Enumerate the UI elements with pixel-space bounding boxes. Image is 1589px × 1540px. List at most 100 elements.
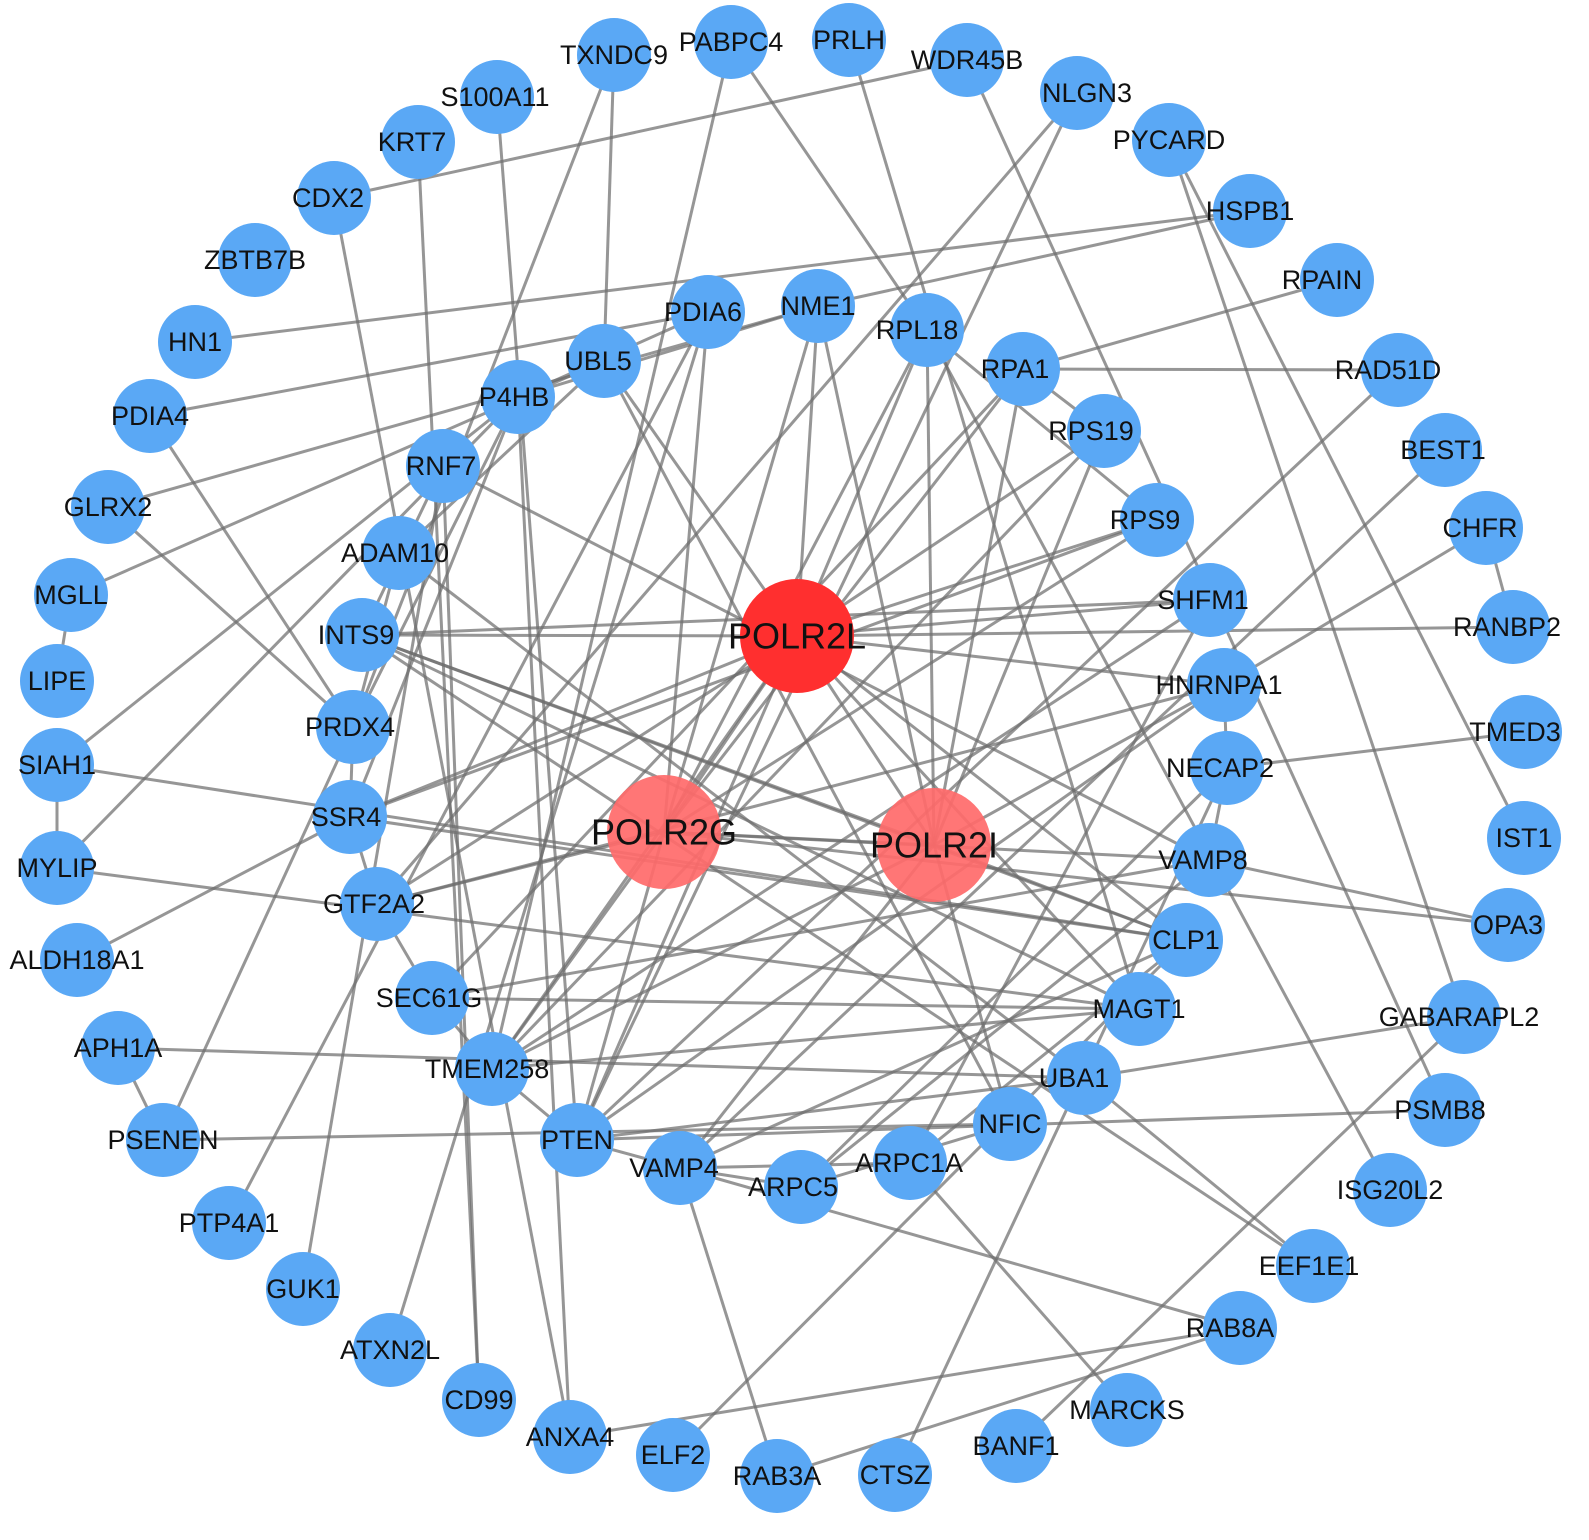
node-vamp8[interactable]: VAMP8: [1158, 823, 1248, 897]
node-circle-isg20l2[interactable]: [1353, 1153, 1427, 1227]
node-circle-rab3a[interactable]: [740, 1439, 814, 1513]
node-circle-glrx2[interactable]: [71, 470, 145, 544]
node-circle-chfr[interactable]: [1449, 491, 1523, 565]
node-circle-elf2[interactable]: [636, 1418, 710, 1492]
node-circle-s100a11[interactable]: [460, 60, 534, 134]
node-anxa4[interactable]: ANXA4: [526, 1400, 615, 1474]
node-elf2[interactable]: ELF2: [636, 1418, 710, 1492]
node-lipe[interactable]: LIPE: [20, 644, 94, 718]
node-circle-polr2i[interactable]: [877, 788, 991, 902]
node-circle-psenen[interactable]: [126, 1103, 200, 1177]
node-pdia4[interactable]: PDIA4: [111, 379, 189, 453]
node-gabarapl2[interactable]: GABARAPL2: [1379, 980, 1540, 1054]
node-circle-pabpc4[interactable]: [694, 5, 768, 79]
node-circle-shfm1[interactable]: [1173, 563, 1247, 637]
node-ptp4a1[interactable]: PTP4A1: [179, 1186, 280, 1260]
node-magt1[interactable]: MAGT1: [1092, 972, 1186, 1046]
node-ist1[interactable]: IST1: [1487, 801, 1561, 875]
node-nlgn3[interactable]: NLGN3: [1040, 56, 1132, 130]
node-circle-marcks[interactable]: [1090, 1373, 1164, 1447]
node-circle-best1[interactable]: [1408, 413, 1482, 487]
node-uba1[interactable]: UBA1: [1039, 1041, 1121, 1115]
node-circle-ctsz[interactable]: [858, 1438, 932, 1512]
node-circle-eef1e1[interactable]: [1276, 1229, 1350, 1303]
node-circle-mylip[interactable]: [20, 831, 94, 905]
node-prdx4[interactable]: PRDX4: [305, 690, 395, 764]
node-circle-hnrnpa1[interactable]: [1187, 648, 1261, 722]
node-circle-vamp4[interactable]: [643, 1131, 717, 1205]
node-circle-nfic[interactable]: [973, 1087, 1047, 1161]
node-nme1[interactable]: NME1: [780, 269, 856, 343]
node-circle-adam10[interactable]: [362, 516, 436, 590]
node-sec61g[interactable]: SEC61G: [376, 961, 483, 1035]
node-rps19[interactable]: RPS19: [1048, 394, 1141, 468]
node-hn1[interactable]: HN1: [158, 305, 232, 379]
node-circle-rps19[interactable]: [1067, 394, 1141, 468]
node-mgll[interactable]: MGLL: [34, 558, 108, 632]
node-circle-gtf2a2[interactable]: [340, 867, 414, 941]
node-circle-uba1[interactable]: [1047, 1041, 1121, 1115]
node-zbtb7b[interactable]: ZBTB7B: [204, 223, 306, 297]
node-shfm1[interactable]: SHFM1: [1157, 563, 1249, 637]
node-wdr45b[interactable]: WDR45B: [911, 23, 1024, 97]
node-circle-lipe[interactable]: [20, 644, 94, 718]
node-opa3[interactable]: OPA3: [1471, 888, 1545, 962]
node-best1[interactable]: BEST1: [1400, 413, 1486, 487]
node-circle-ubl5[interactable]: [567, 324, 641, 398]
node-rab8a[interactable]: RAB8A: [1186, 1291, 1277, 1365]
node-circle-sec61g[interactable]: [395, 961, 469, 1035]
node-circle-krt7[interactable]: [381, 105, 455, 179]
node-krt7[interactable]: KRT7: [378, 105, 455, 179]
node-circle-rnf7[interactable]: [406, 429, 480, 503]
node-rps9[interactable]: RPS9: [1110, 483, 1194, 557]
node-circle-ints9[interactable]: [325, 598, 399, 672]
node-rpain[interactable]: RPAIN: [1282, 243, 1374, 317]
node-circle-rpain[interactable]: [1300, 243, 1374, 317]
node-cdx2[interactable]: CDX2: [292, 161, 371, 235]
node-circle-zbtb7b[interactable]: [218, 223, 292, 297]
node-gtf2a2[interactable]: GTF2A2: [323, 867, 425, 941]
node-circle-atxn2l[interactable]: [353, 1313, 427, 1387]
node-polr2i[interactable]: POLR2I: [870, 788, 998, 902]
node-circle-rps9[interactable]: [1120, 483, 1194, 557]
node-ubl5[interactable]: UBL5: [564, 324, 641, 398]
node-pycard[interactable]: PYCARD: [1113, 103, 1226, 177]
node-tmem258[interactable]: TMEM258: [425, 1032, 550, 1106]
node-hnrnpa1[interactable]: HNRNPA1: [1155, 648, 1283, 722]
node-circle-arpc5[interactable]: [764, 1150, 838, 1224]
node-circle-hn1[interactable]: [158, 305, 232, 379]
node-arpc5[interactable]: ARPC5: [748, 1150, 838, 1224]
node-circle-txndc9[interactable]: [577, 18, 651, 92]
node-circle-ist1[interactable]: [1487, 801, 1561, 875]
node-circle-banf1[interactable]: [979, 1409, 1053, 1483]
node-pten[interactable]: PTEN: [540, 1103, 614, 1177]
node-tmed3[interactable]: TMED3: [1469, 695, 1562, 769]
node-circle-rpl18[interactable]: [890, 293, 964, 367]
node-rpl18[interactable]: RPL18: [876, 293, 964, 367]
node-circle-aph1a[interactable]: [81, 1011, 155, 1085]
node-circle-pdia6[interactable]: [671, 275, 745, 349]
node-polr2l[interactable]: POLR2L: [728, 579, 866, 693]
node-ints9[interactable]: INTS9: [318, 598, 399, 672]
node-circle-polr2l[interactable]: [740, 579, 854, 693]
node-circle-rpa1[interactable]: [986, 332, 1060, 406]
node-circle-necap2[interactable]: [1190, 731, 1264, 805]
node-circle-tmed3[interactable]: [1488, 695, 1562, 769]
node-circle-gabarapl2[interactable]: [1427, 980, 1501, 1054]
node-circle-p4hb[interactable]: [481, 360, 555, 434]
node-circle-magt1[interactable]: [1102, 972, 1176, 1046]
node-nfic[interactable]: NFIC: [973, 1087, 1047, 1161]
node-circle-ssr4[interactable]: [313, 780, 387, 854]
node-aldh18a1[interactable]: ALDH18A1: [9, 923, 145, 997]
node-rpa1[interactable]: RPA1: [981, 332, 1060, 406]
node-hspb1[interactable]: HSPB1: [1206, 174, 1295, 248]
node-arpc1a[interactable]: ARPC1A: [855, 1126, 963, 1200]
node-circle-psmb8[interactable]: [1408, 1073, 1482, 1147]
node-circle-nlgn3[interactable]: [1040, 56, 1114, 130]
node-circle-polr2g[interactable]: [607, 775, 721, 889]
node-vamp4[interactable]: VAMP4: [629, 1131, 719, 1205]
node-ssr4[interactable]: SSR4: [311, 780, 387, 854]
node-isg20l2[interactable]: ISG20L2: [1337, 1153, 1444, 1227]
node-eef1e1[interactable]: EEF1E1: [1259, 1229, 1360, 1303]
node-circle-prlh[interactable]: [812, 3, 886, 77]
